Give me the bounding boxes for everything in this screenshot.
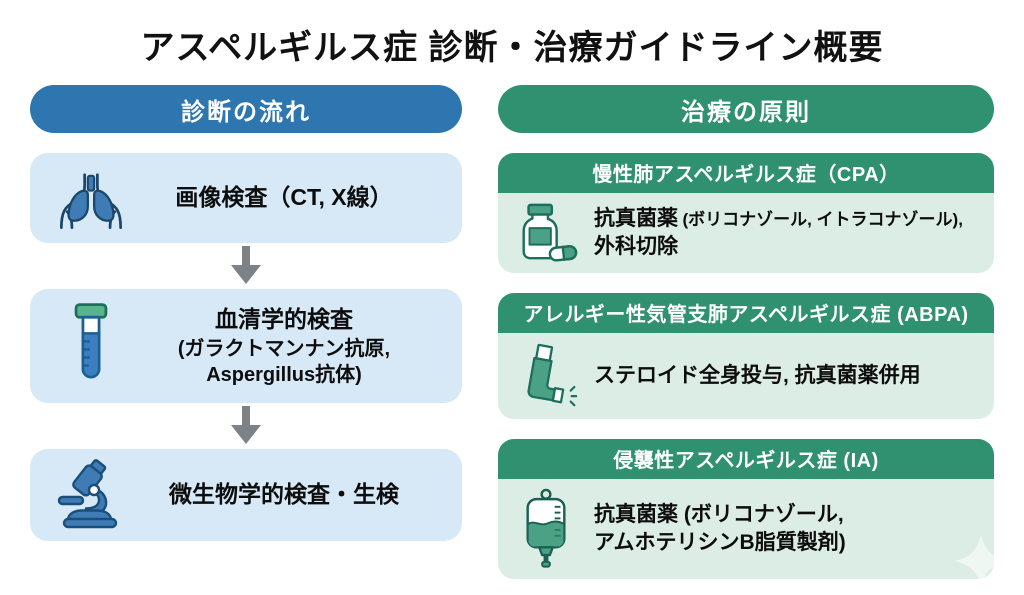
step-microbiology-label: 微生物学的検査・生検: [169, 481, 399, 508]
step-serology-label: 血清学的検査 (ガラクトマンナン抗原, Aspergillus抗体): [177, 306, 391, 386]
card-cpa-title: 慢性肺アスペルギルス症（CPA）: [498, 153, 994, 193]
treatment-header: 治療の原則: [498, 85, 994, 133]
diagnosis-steps: 画像検査（CT, X線）: [30, 153, 462, 541]
diagnosis-column: 診断の流れ: [30, 85, 462, 579]
iv-bag-icon: [514, 487, 578, 571]
treatment-cards: 慢性肺アスペルギルス症（CPA）: [498, 153, 1009, 589]
lungs-icon: [48, 166, 134, 230]
medicine-bottle-icon: [514, 201, 578, 265]
card-cpa: 慢性肺アスペルギルス症（CPA）: [498, 153, 994, 273]
step-imaging-label: 画像検査（CT, X線）: [175, 184, 393, 211]
test-tube-icon: [48, 300, 134, 392]
flow-arrow-icon: [30, 243, 462, 289]
card-ia: 侵襲性アスペルギルス症 (IA): [498, 439, 1009, 589]
card-ia-title: 侵襲性アスペルギルス症 (IA): [498, 439, 994, 479]
card-abpa-title: アレルギー性気管支肺アスペルギルス症 (ABPA): [498, 293, 994, 333]
card-abpa: アレルギー性気管支肺アスペルギルス症 (ABPA): [498, 293, 994, 419]
flow-arrow-icon: [30, 403, 462, 449]
card-cpa-body: 抗真菌薬 (ボリコナゾール, イトラコナゾール), 外科切除: [594, 206, 963, 258]
treatment-column: 治療の原則 慢性肺アスペルギルス症（CPA）: [498, 85, 1009, 589]
diagnosis-header: 診断の流れ: [30, 85, 462, 133]
inhaler-icon: [514, 341, 578, 411]
card-abpa-body: ステロイド全身投与, 抗真菌薬併用: [594, 363, 921, 387]
step-imaging: 画像検査（CT, X線）: [30, 153, 462, 243]
page-title: アスペルギルス症 診断・治療ガイドライン概要: [140, 29, 884, 67]
card-ia-body: 抗真菌薬 (ボリコナゾール, アムホテリシンB脂質製剤): [594, 502, 846, 554]
microscope-icon: [48, 457, 134, 533]
step-serology: 血清学的検査 (ガラクトマンナン抗原, Aspergillus抗体): [30, 289, 462, 403]
content-columns: 診断の流れ: [0, 85, 1024, 589]
step-microbiology: 微生物学的検査・生検: [30, 449, 462, 541]
